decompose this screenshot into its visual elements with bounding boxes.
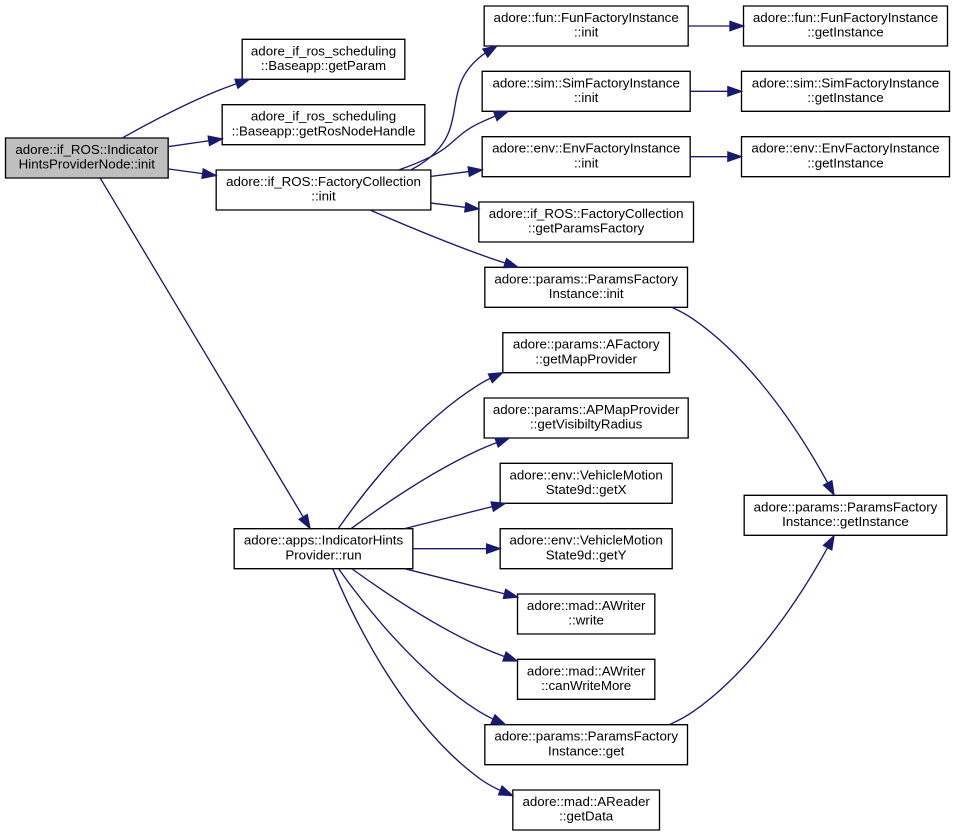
svg-text:State9d::getX: State9d::getX (546, 482, 627, 497)
svg-text:::canWriteMore: ::canWriteMore (541, 678, 631, 693)
svg-text:::Baseapp::getParam: ::Baseapp::getParam (261, 58, 386, 73)
svg-text:adore::sim::SimFactoryInstance: adore::sim::SimFactoryInstance (492, 75, 679, 90)
svg-text:Instance::getInstance: Instance::getInstance (782, 514, 909, 529)
svg-text:adore::env::VehicleMotion: adore::env::VehicleMotion (509, 467, 662, 482)
svg-text:Provider::run: Provider::run (285, 547, 361, 562)
svg-text:adore::params::ParamsFactory: adore::params::ParamsFactory (494, 271, 678, 286)
svg-text:::init: ::init (574, 155, 599, 170)
svg-text:Instance::init: Instance::init (549, 286, 624, 301)
svg-text:adore::if_ROS::FactoryCollecti: adore::if_ROS::FactoryCollection (489, 206, 684, 221)
svg-text:adore::if_ROS::FactoryCollecti: adore::if_ROS::FactoryCollection (226, 174, 421, 189)
svg-text:adore::env::EnvFactoryInstance: adore::env::EnvFactoryInstance (492, 141, 680, 156)
svg-text:adore::fun::FunFactoryInstance: adore::fun::FunFactoryInstance (494, 10, 679, 25)
svg-text:::init: ::init (574, 90, 599, 105)
svg-text:HintsProviderNode::init: HintsProviderNode::init (19, 157, 156, 172)
svg-text:::init: ::init (574, 25, 599, 40)
svg-text:::getVisibiltyRadius: ::getVisibiltyRadius (530, 417, 643, 432)
svg-text:adore::mad::AWriter: adore::mad::AWriter (527, 663, 646, 678)
svg-text:adore::params::APMapProvider: adore::params::APMapProvider (493, 402, 680, 417)
svg-text:adore::params::ParamsFactory: adore::params::ParamsFactory (494, 729, 678, 744)
svg-text:State9d::getY: State9d::getY (546, 547, 627, 562)
svg-text:adore::params::ParamsFactory: adore::params::ParamsFactory (754, 499, 938, 514)
svg-text:adore::mad::AReader: adore::mad::AReader (522, 794, 650, 809)
svg-text:adore::apps::IndicatorHints: adore::apps::IndicatorHints (244, 533, 404, 548)
svg-text:::Baseapp::getRosNodeHandle: ::Baseapp::getRosNodeHandle (232, 123, 416, 138)
svg-text:adore::fun::FunFactoryInstance: adore::fun::FunFactoryInstance (753, 10, 938, 25)
svg-text:::init: ::init (311, 189, 336, 204)
svg-text:adore::mad::AWriter: adore::mad::AWriter (527, 598, 646, 613)
svg-text:::getParamsFactory: ::getParamsFactory (528, 221, 645, 236)
svg-text:adore_if_ros_scheduling: adore_if_ros_scheduling (251, 43, 396, 58)
svg-text:::getInstance: ::getInstance (807, 155, 883, 170)
svg-text:Instance::get: Instance::get (548, 743, 625, 758)
svg-text:adore_if_ros_scheduling: adore_if_ros_scheduling (251, 109, 396, 124)
svg-text:adore::env::EnvFactoryInstance: adore::env::EnvFactoryInstance (751, 141, 939, 156)
svg-text:::write: ::write (568, 613, 604, 628)
svg-text:::getMapProvider: ::getMapProvider (535, 351, 637, 366)
svg-text:adore::if_ROS::Indicator: adore::if_ROS::Indicator (15, 142, 159, 157)
svg-text:::getInstance: ::getInstance (807, 25, 883, 40)
svg-text:adore::env::VehicleMotion: adore::env::VehicleMotion (509, 533, 662, 548)
svg-text:adore::sim::SimFactoryInstance: adore::sim::SimFactoryInstance (752, 75, 939, 90)
svg-text:adore::params::AFactory: adore::params::AFactory (513, 337, 660, 352)
svg-text:::getInstance: ::getInstance (807, 90, 883, 105)
svg-text:::getData: ::getData (559, 809, 614, 824)
